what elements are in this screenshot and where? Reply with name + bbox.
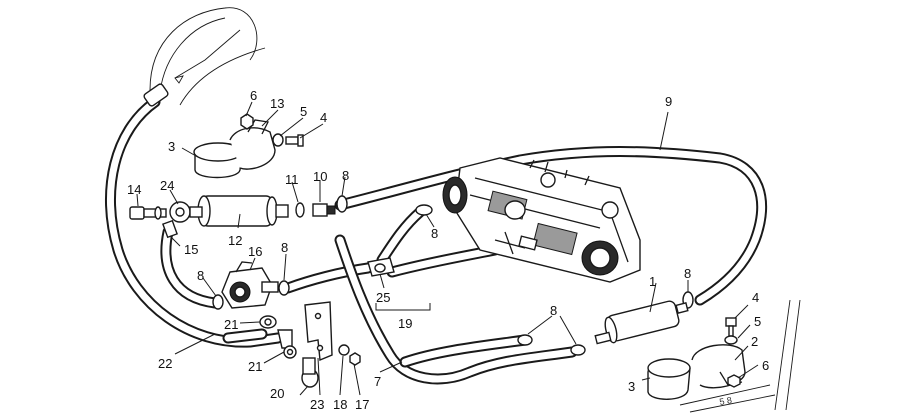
tank-outlet-sketch xyxy=(149,7,266,106)
washer-21-lower xyxy=(283,345,297,359)
pump-sleeve-3 xyxy=(647,358,691,400)
banjo-bolt-14 xyxy=(129,206,167,220)
callout-labels: 1 8 9 8 8 10 11 12 14 24 15 16 8 8 21 21… xyxy=(127,88,769,412)
clamp-8-lower-a xyxy=(517,334,533,346)
screw-4-top xyxy=(285,134,304,147)
frame-marks-label: 5 8 xyxy=(719,395,733,407)
frame-lines xyxy=(679,299,801,413)
callout-8: 8 xyxy=(281,240,288,255)
fitting-21-upper xyxy=(259,315,277,329)
nut-6-top xyxy=(240,113,254,130)
callout-8: 8 xyxy=(197,268,204,283)
bolt-20 xyxy=(301,357,319,388)
callout-8: 8 xyxy=(431,226,438,241)
leader-lines xyxy=(136,101,759,396)
washer-5-top xyxy=(272,133,284,147)
callout-8: 8 xyxy=(342,168,349,183)
callout-19: 19 xyxy=(398,316,412,331)
washer-5-bottom xyxy=(724,335,738,345)
fuel-pump-1 xyxy=(594,300,689,345)
hose-pump-to-tee xyxy=(282,262,374,294)
callout-11: 11 xyxy=(285,172,299,187)
callout-25: 25 xyxy=(376,290,390,305)
fuel-pump-16 xyxy=(221,261,279,309)
callout-7: 7 xyxy=(374,374,381,389)
callout-15: 15 xyxy=(184,242,198,257)
callout-22: 22 xyxy=(158,356,172,371)
callout-21: 21 xyxy=(248,359,262,374)
callout-13: 13 xyxy=(270,96,284,111)
hose-7-branch xyxy=(399,334,531,368)
callout-17: 17 xyxy=(355,397,369,412)
callout-21: 21 xyxy=(224,317,238,332)
callout-6: 6 xyxy=(250,88,257,103)
clamp-8-pump-inlet xyxy=(212,294,224,310)
clamp-8-filter-outlet xyxy=(336,195,348,213)
hose-22 xyxy=(104,96,284,348)
elbow-fitting xyxy=(277,329,293,349)
hose-tee-upper xyxy=(376,206,426,266)
injection-unit xyxy=(442,157,641,283)
callout-4: 4 xyxy=(320,110,327,125)
hose-tee-to-rail xyxy=(386,244,501,278)
callout-14: 14 xyxy=(127,182,141,197)
screw-4-bottom xyxy=(725,317,737,337)
clamp-8-upper-hose xyxy=(415,204,433,216)
nut-17 xyxy=(349,352,361,366)
hose-9 xyxy=(334,146,768,306)
callout-8: 8 xyxy=(684,266,691,281)
hose-7 xyxy=(334,234,578,385)
callout-5: 5 xyxy=(754,314,761,329)
hose-15 xyxy=(160,226,221,309)
callout-9: 9 xyxy=(665,94,672,109)
callout-24: 24 xyxy=(160,178,174,193)
callout-5: 5 xyxy=(300,104,307,119)
clamp-8-lower-b xyxy=(570,344,586,356)
callout-12: 12 xyxy=(228,233,242,248)
callout-8: 8 xyxy=(550,303,557,318)
callout-2: 2 xyxy=(751,334,758,349)
clamp-8-pump-outlet xyxy=(278,280,290,296)
callout-16: 16 xyxy=(248,244,262,259)
fuel-filter-12 xyxy=(197,195,289,227)
callout-18: 18 xyxy=(333,397,347,412)
callout-1: 1 xyxy=(649,274,656,289)
washer-18 xyxy=(338,344,350,356)
banjo-fitting-24 xyxy=(162,201,203,239)
tank-hose-fitting xyxy=(143,83,169,107)
callout-4: 4 xyxy=(752,290,759,305)
callout-10: 10 xyxy=(313,169,327,184)
fitting-10 xyxy=(312,203,336,217)
callout-6: 6 xyxy=(762,358,769,373)
callout-3: 3 xyxy=(628,379,635,394)
callout-3: 3 xyxy=(168,139,175,154)
callout-20: 20 xyxy=(270,386,284,401)
hose-21-return xyxy=(222,328,268,344)
group-bracket-19 xyxy=(375,303,431,311)
nut-6-bottom xyxy=(727,374,741,388)
bracket-plate-23 xyxy=(304,301,333,362)
washer-11 xyxy=(295,202,305,218)
callout-23: 23 xyxy=(310,397,324,412)
tee-25 xyxy=(367,257,395,277)
filter-sleeve-3 xyxy=(193,142,243,179)
